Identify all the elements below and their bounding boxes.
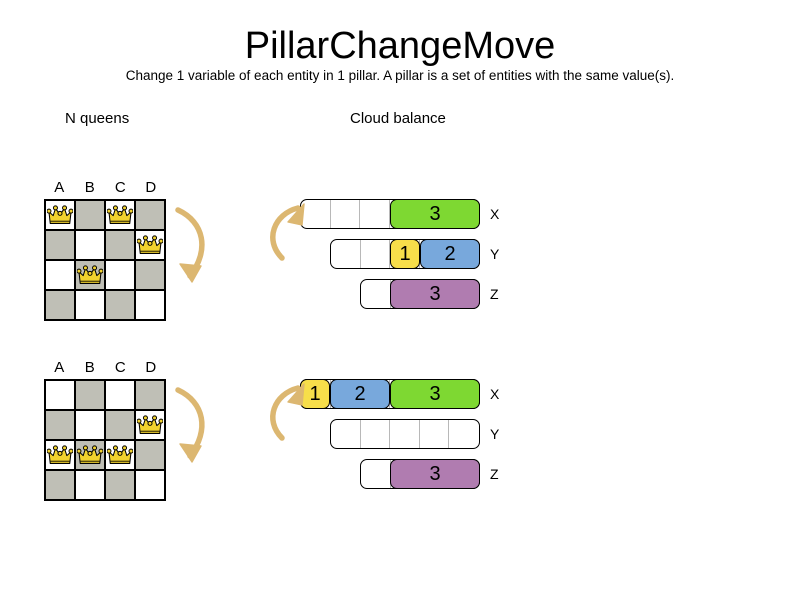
capacity-unit (360, 200, 391, 228)
board-cell-b0[interactable] (75, 380, 105, 410)
chessboard-grid (44, 379, 166, 501)
board-cell-d0[interactable] (135, 200, 165, 230)
computer-label-x: X (490, 386, 500, 402)
capacity-unit (301, 200, 331, 228)
board-cell-b1[interactable] (75, 230, 105, 260)
board-cell-b3[interactable] (75, 470, 105, 500)
page-subtitle: Change 1 variable of each entity in 1 pi… (125, 68, 675, 83)
move-arrow-cloud-top (268, 196, 314, 271)
move-arrow-n-queens-bottom (168, 382, 224, 477)
board-column-label-a: A (54, 179, 65, 196)
board-cell-a3[interactable] (45, 290, 75, 320)
board-cell-d1[interactable] (135, 230, 165, 260)
queen-icon (46, 442, 74, 468)
capacity-unit (420, 420, 450, 448)
board-column-label-c: C (114, 359, 126, 376)
board-cell-d2[interactable] (135, 440, 165, 470)
capacity-unit (361, 280, 391, 308)
capacity-unit (331, 200, 361, 228)
board-cell-b0[interactable] (75, 200, 105, 230)
computer-row-y: Y (300, 419, 499, 449)
queen-icon (76, 262, 104, 288)
board-cell-d1[interactable] (135, 410, 165, 440)
process-segment-2[interactable]: 2 (420, 239, 480, 269)
queen-icon (76, 442, 104, 468)
board-cell-c0[interactable] (105, 200, 135, 230)
board-cell-a1[interactable] (45, 410, 75, 440)
board-cell-b2[interactable] (75, 260, 105, 290)
capacity-unit (390, 420, 420, 448)
capacity-unit (361, 240, 391, 268)
section-label-n-queens: N queens (65, 110, 130, 127)
board-cell-c1[interactable] (105, 230, 135, 260)
board-cell-d3[interactable] (135, 290, 165, 320)
computer-label-z: Z (490, 286, 499, 302)
board-cell-d2[interactable] (135, 260, 165, 290)
move-arrow-n-queens-top (168, 202, 224, 297)
board-column-labels: A B C D (44, 358, 166, 378)
board-cell-a0[interactable] (45, 380, 75, 410)
computer-label-y: Y (490, 246, 500, 262)
board-column-label-b: B (84, 179, 95, 196)
board-cell-c0[interactable] (105, 380, 135, 410)
process-segment-1[interactable]: 1 (390, 239, 420, 269)
board-cell-d0[interactable] (135, 380, 165, 410)
board-cell-a0[interactable] (45, 200, 75, 230)
process-segment-3[interactable]: 3 (390, 199, 480, 229)
board-column-label-d: D (145, 359, 157, 376)
board-cell-b3[interactable] (75, 290, 105, 320)
process-segment-2[interactable]: 2 (330, 379, 390, 409)
queen-icon (136, 232, 164, 258)
chessboard-grid (44, 199, 166, 321)
board-cell-c3[interactable] (105, 290, 135, 320)
capacity-unit (331, 420, 361, 448)
computer-label-z: Z (490, 466, 499, 482)
queen-icon (136, 412, 164, 438)
board-cell-b1[interactable] (75, 410, 105, 440)
board-cell-a2[interactable] (45, 260, 75, 290)
queen-icon (106, 442, 134, 468)
board-column-label-d: D (145, 179, 157, 196)
board-column-labels: A B C D (44, 178, 166, 198)
capacity-unit (361, 460, 391, 488)
board-column-label-b: B (84, 359, 95, 376)
board-cell-a1[interactable] (45, 230, 75, 260)
queen-icon (106, 202, 134, 228)
board-cell-c2[interactable] (105, 440, 135, 470)
board-cell-c1[interactable] (105, 410, 135, 440)
board-cell-a2[interactable] (45, 440, 75, 470)
move-arrow-cloud-bottom (268, 376, 314, 451)
board-cell-a3[interactable] (45, 470, 75, 500)
process-segment-3[interactable]: 3 (390, 379, 480, 409)
computer-label-x: X (490, 206, 500, 222)
process-segment-1[interactable]: 1 (300, 379, 330, 409)
page-title: PillarChangeMove (244, 25, 556, 67)
board-column-label-c: C (114, 179, 126, 196)
process-segment-3[interactable]: 3 (390, 459, 480, 489)
computer-capacity-bar[interactable] (330, 419, 480, 449)
board-cell-b2[interactable] (75, 440, 105, 470)
capacity-unit (331, 240, 361, 268)
capacity-unit (361, 420, 391, 448)
board-cell-c3[interactable] (105, 470, 135, 500)
capacity-unit (449, 420, 479, 448)
computer-label-y: Y (490, 426, 500, 442)
section-label-cloud-balance: Cloud balance (350, 110, 446, 127)
queen-icon (46, 202, 74, 228)
process-segment-3[interactable]: 3 (390, 279, 480, 309)
board-cell-c2[interactable] (105, 260, 135, 290)
board-column-label-a: A (54, 359, 65, 376)
board-cell-d3[interactable] (135, 470, 165, 500)
